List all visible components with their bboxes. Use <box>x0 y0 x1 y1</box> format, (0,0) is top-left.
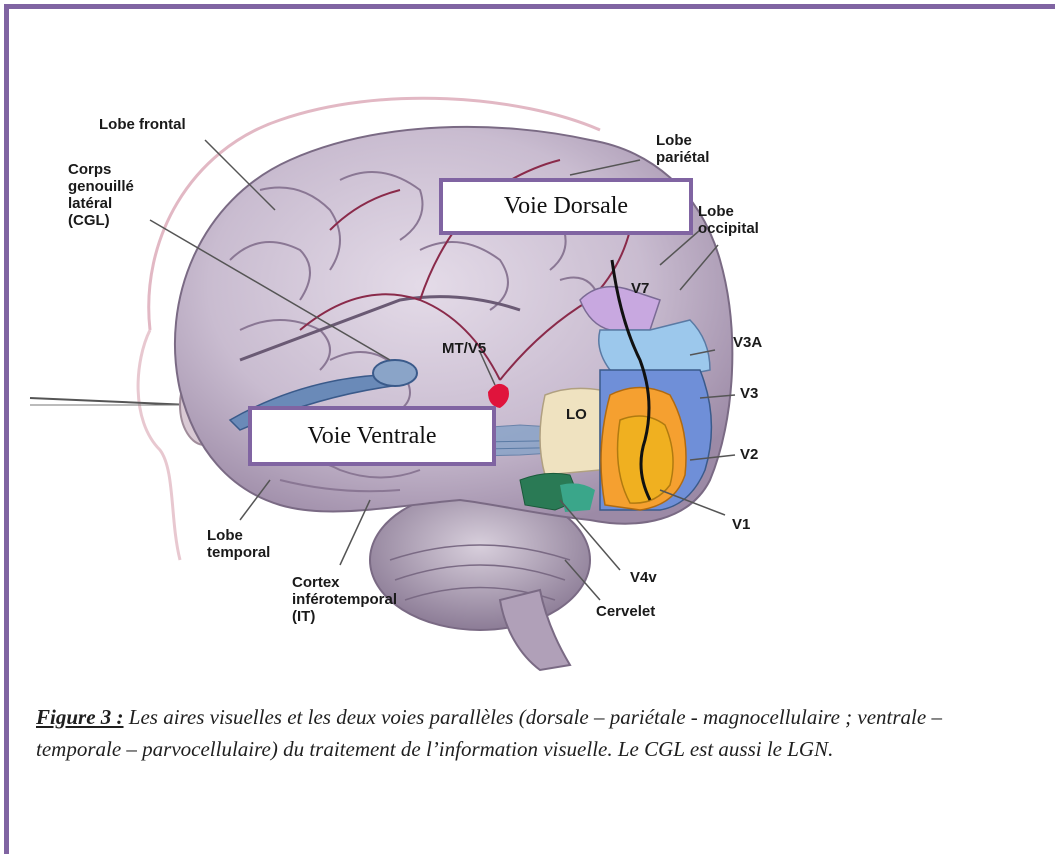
label-v4v: V4v <box>630 569 657 586</box>
label-lobe-frontal: Lobe frontal <box>99 116 186 133</box>
label-v1: V1 <box>732 516 750 533</box>
label-cgl: Corps genouillé latéral (CGL) <box>68 161 134 229</box>
brain-illustration <box>0 0 1055 680</box>
lgn <box>373 360 417 386</box>
label-lobe-parietal: Lobe pariétal <box>656 132 709 166</box>
label-lo: LO <box>566 406 587 423</box>
dorsal-pathway-box: Voie Dorsale <box>439 178 693 235</box>
label-lobe-temporal: Lobe temporal <box>207 527 270 561</box>
brain-figure: Lobe frontal Corps genouillé latéral (CG… <box>0 0 1055 680</box>
label-cervelet: Cervelet <box>596 603 655 620</box>
optic-line <box>30 398 190 405</box>
label-cortex-it: Cortex inférotemporal (IT) <box>292 574 397 625</box>
label-v3a: V3A <box>733 334 762 351</box>
caption-text: Les aires visuelles et les deux voies pa… <box>36 705 942 761</box>
label-v7: V7 <box>631 280 649 297</box>
ventral-pathway-box: Voie Ventrale <box>248 406 496 466</box>
label-v3: V3 <box>740 385 758 402</box>
label-mt-v5: MT/V5 <box>442 340 486 357</box>
label-lobe-occipital: Lobe occipital <box>698 203 759 237</box>
figure-caption: Figure 3 : Les aires visuelles et les de… <box>36 701 996 765</box>
lo-area <box>540 388 600 475</box>
caption-figure-label: Figure 3 : <box>36 705 124 729</box>
label-v2: V2 <box>740 446 758 463</box>
face-outline <box>138 330 180 560</box>
